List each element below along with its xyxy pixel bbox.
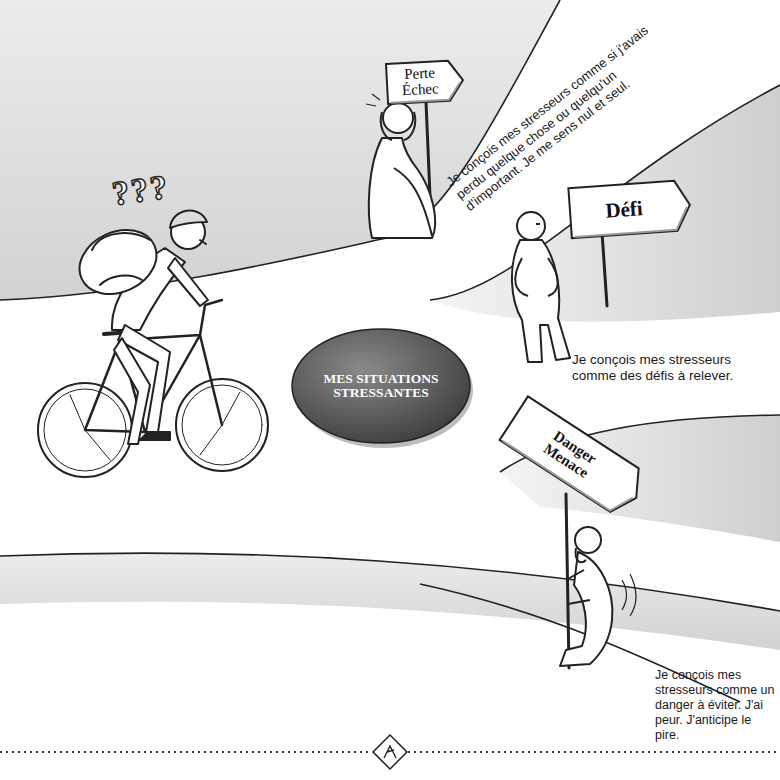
- node-label: Perte Échec: [392, 65, 448, 99]
- oval-shape: [292, 329, 470, 443]
- sad-person: [366, 94, 435, 238]
- sign-board: [386, 60, 464, 104]
- sign-box: Défi: [566, 178, 693, 241]
- node-label: MES SITUATIONS STRESSANTES: [320, 372, 442, 400]
- sign-board: [568, 180, 691, 238]
- cyclist: [38, 211, 268, 477]
- road-note: Je conçois mes stresseurs comme un dange…: [655, 668, 777, 743]
- sign-board: [500, 396, 651, 519]
- oval-node: MES SITUATIONS STRESSANTES: [290, 326, 472, 446]
- scared-person: [560, 527, 636, 666]
- ground-areas: [0, 0, 780, 650]
- confident-person: [512, 212, 570, 362]
- road-edges: [0, 0, 780, 702]
- sign-shadow: [503, 422, 633, 518]
- road-note: Je conçois mes stresseurs comme des défi…: [572, 352, 772, 384]
- sign-box: Perte Échec: [384, 58, 466, 106]
